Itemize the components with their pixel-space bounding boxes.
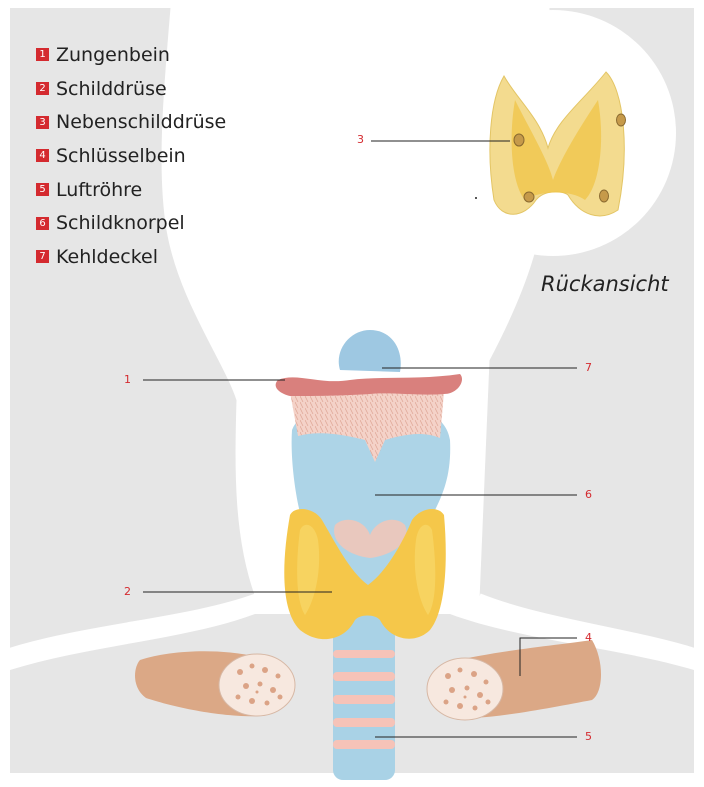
legend-label: Zungenbein (56, 44, 170, 66)
legend-number-badge: 1 (36, 48, 49, 61)
legend-item: 1 Zungenbein (36, 38, 226, 72)
callout-3: 3 (357, 133, 364, 146)
legend-label: Luftröhre (56, 179, 142, 201)
legend-number-badge: 4 (36, 149, 49, 162)
legend-label: Kehldeckel (56, 246, 158, 268)
callout-6: 6 (585, 488, 592, 501)
callout-1: 1 (124, 373, 131, 386)
rear-view-inset (430, 10, 676, 256)
legend-label: Schlüsselbein (56, 145, 186, 167)
legend-item: 2 Schilddrüse (36, 72, 226, 106)
legend-item: 4 Schlüsselbein (36, 139, 226, 173)
callout-7: 7 (585, 361, 592, 374)
inset-caption: Rückansicht (541, 272, 669, 296)
legend-label: Nebenschilddrüse (56, 111, 226, 133)
legend-number-badge: 2 (36, 82, 49, 95)
legend-label: Schilddrüse (56, 78, 167, 100)
legend-item: 6 Schildknorpel (36, 206, 226, 240)
legend-item: 7 Kehldeckel (36, 240, 226, 274)
callout-4: 4 (585, 631, 592, 644)
legend-item: 5 Luftröhre (36, 173, 226, 207)
legend-number-badge: 5 (36, 183, 49, 196)
legend-label: Schildknorpel (56, 212, 185, 234)
legend-number-badge: 7 (36, 250, 49, 263)
legend-number-badge: 6 (36, 217, 49, 230)
callout-2: 2 (124, 585, 131, 598)
legend-number-badge: 3 (36, 116, 49, 129)
callout-5: 5 (585, 730, 592, 743)
legend: 1 Zungenbein 2 Schilddrüse 3 Nebenschilddrü… (36, 38, 226, 274)
legend-item: 3 Nebenschilddrüse (36, 105, 226, 139)
